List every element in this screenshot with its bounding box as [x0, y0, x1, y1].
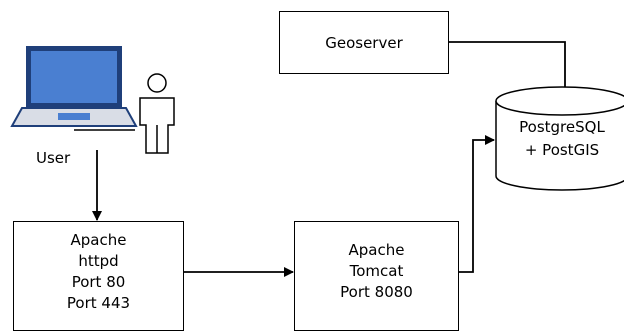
database-cylinder: [495, 86, 624, 191]
apache-httpd-label-line: Port 80: [71, 273, 126, 291]
apache-httpd-label-line: Port 443: [66, 294, 131, 312]
geoserver-label: Geoserver: [325, 33, 403, 52]
apache-tomcat-label-line: Apache: [348, 241, 405, 259]
apache-tomcat-label-line: Port 8080: [340, 283, 413, 301]
apache-tomcat-node: Apache Tomcat Port 8080: [294, 221, 459, 331]
database-node: PostgreSQL + PostGIS: [496, 116, 624, 162]
apache-tomcat-label-line: Tomcat: [349, 262, 404, 280]
laptop-icon: [10, 46, 138, 127]
edge-tomcat-to-database: [458, 135, 495, 273]
apache-httpd-label-line: httpd: [78, 252, 119, 270]
person-icon: [139, 73, 175, 154]
edge-geoserver-to-database: [448, 41, 570, 108]
apache-httpd-node: Apache httpd Port 80 Port 443: [13, 221, 184, 331]
database-label-line: PostgreSQL: [519, 118, 605, 136]
apache-httpd-label-line: Apache: [70, 231, 127, 249]
geoserver-node: Geoserver: [279, 11, 449, 74]
user-label: User: [36, 149, 71, 167]
database-label-line: + PostGIS: [524, 141, 600, 159]
